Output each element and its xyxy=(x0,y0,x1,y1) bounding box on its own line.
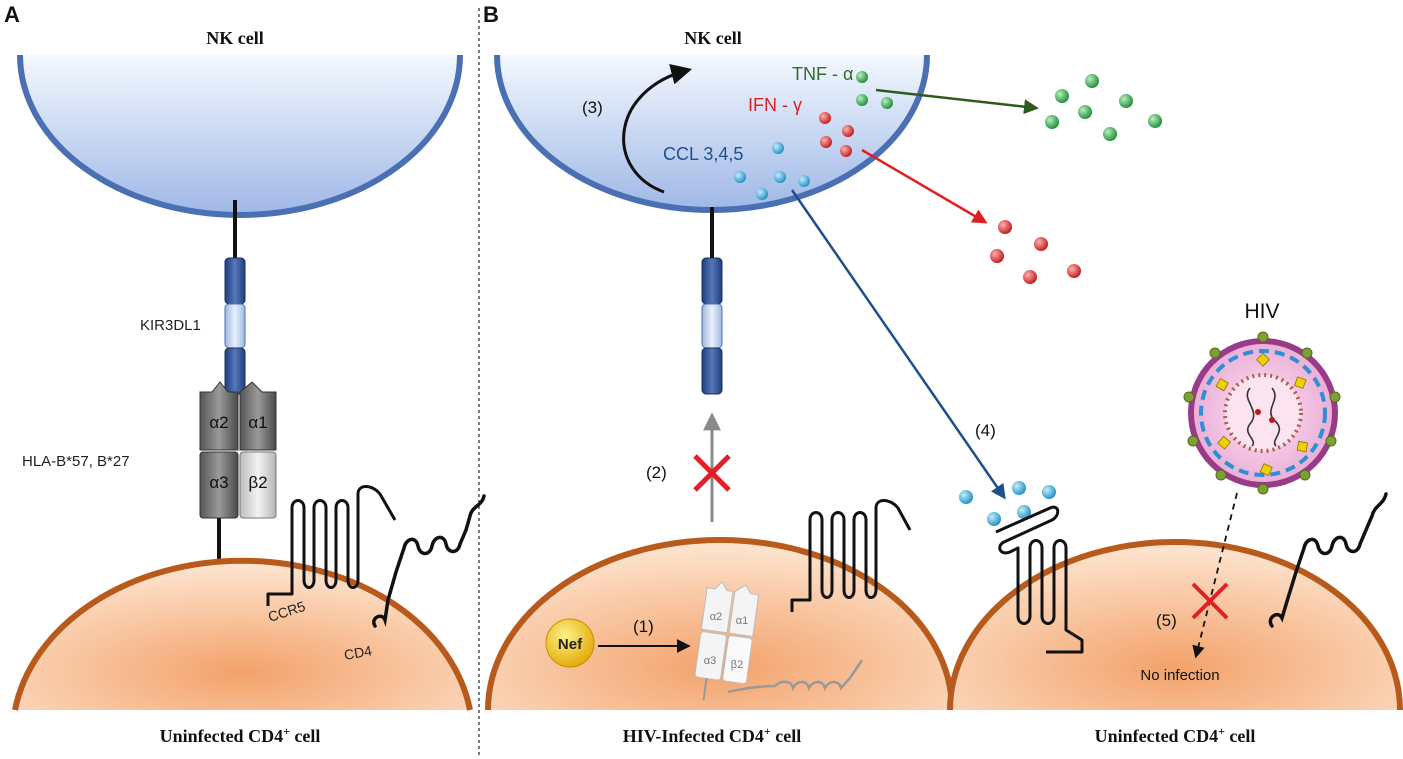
step3-label: (3) xyxy=(582,98,603,117)
internalized-cd4 xyxy=(727,659,864,694)
step5-block-x-icon xyxy=(1191,582,1229,620)
step3-cycle-arrow xyxy=(622,64,693,194)
cd4-cell-a xyxy=(15,560,470,710)
nef-protein xyxy=(545,618,595,668)
ccl-bound-cluster xyxy=(959,481,1056,526)
internal-alpha2-label: α2 xyxy=(710,611,722,623)
ccr5-receptor-uninfected xyxy=(995,505,1084,654)
nk-cell-b xyxy=(497,55,927,210)
infected-cd4-membrane xyxy=(485,537,955,711)
infected-cell-suffix: cell xyxy=(771,726,801,746)
ccl345-label: CCL 3,4,5 xyxy=(663,144,743,164)
internalized-hla xyxy=(694,580,760,701)
tnf-secretion-arrow xyxy=(875,88,1039,115)
hla-molecule-a xyxy=(199,381,277,519)
panel-b-nk-title: NK cell xyxy=(684,28,741,48)
infected-cell-text: HIV-Infected CD4 xyxy=(623,726,764,746)
hla-alpha3-label: α3 xyxy=(209,473,228,492)
ifn-secretion-arrow xyxy=(861,148,988,224)
ccl-granules-inside xyxy=(734,142,810,200)
panel-a-nk-title: NK cell xyxy=(206,28,263,48)
panel-a: A NK cell KIR3DL1 α2 α1 α3 β2 HLA-B*57, … xyxy=(4,2,486,746)
hla-alpha1-label: α1 xyxy=(248,413,267,432)
step4-label: (4) xyxy=(975,421,996,440)
panel-b: B NK cell (3) TNF - α IFN - γ CCL 3,4,5 xyxy=(483,2,1403,746)
kir3dl1-receptor-a xyxy=(224,257,246,395)
tnf-granules-inside xyxy=(856,71,893,109)
cd4-membrane-a xyxy=(12,557,473,711)
hla-beta2-label: β2 xyxy=(248,473,267,492)
uninfected-b-suffix: cell xyxy=(1225,726,1255,746)
internal-alpha1-label: α1 xyxy=(736,615,748,627)
nk-cell-a xyxy=(20,55,460,215)
cd4-receptor-a xyxy=(372,494,486,628)
hla-allele-label: HLA-B*57, B*27 xyxy=(22,453,130,470)
uninfected-cd4-cell-b xyxy=(950,542,1400,710)
uninfected-b-label: Uninfected CD4+ cell xyxy=(1095,724,1256,746)
cd4-label: CD4 xyxy=(343,642,374,663)
ccr5-receptor-a xyxy=(266,485,397,606)
ifn-secreted-cluster xyxy=(990,220,1081,284)
tnf-secreted-cluster xyxy=(1045,74,1162,141)
no-infection-label: No infection xyxy=(1140,667,1219,684)
infected-cell-sup: + xyxy=(764,724,771,738)
infected-cell-label: HIV-Infected CD4+ cell xyxy=(623,724,801,746)
internal-beta2-label: β2 xyxy=(731,659,743,671)
hiv-label: HIV xyxy=(1244,300,1279,323)
hiv-virion-icon xyxy=(1183,331,1341,495)
ccr5-receptor-infected xyxy=(790,499,912,612)
panel-b-letter: B xyxy=(483,2,499,27)
step2-label: (2) xyxy=(646,463,667,482)
kir3dl1-label: KIR3DL1 xyxy=(140,317,201,334)
ifn-gamma-label: IFN - γ xyxy=(748,95,802,115)
nef-label: Nef xyxy=(558,636,583,653)
uninfected-b-sup: + xyxy=(1218,724,1225,738)
step1-label: (1) xyxy=(633,617,654,636)
panel-a-bottom-suffix: cell xyxy=(290,726,320,746)
panel-a-bottom-label: Uninfected CD4+ cell xyxy=(160,724,321,746)
hla-alpha2-label: α2 xyxy=(209,413,228,432)
panel-a-letter: A xyxy=(4,2,20,27)
panel-a-bottom-sup: + xyxy=(283,724,290,738)
ccl-secretion-arrow xyxy=(790,189,1006,500)
step5-label: (5) xyxy=(1156,611,1177,630)
panel-a-bottom-text: Uninfected CD4 xyxy=(160,726,284,746)
uninfected-b-text: Uninfected CD4 xyxy=(1095,726,1219,746)
tnf-alpha-label: TNF - α xyxy=(792,64,853,84)
nk-membrane-a xyxy=(17,54,463,218)
kir3dl1-receptor-b xyxy=(701,257,723,395)
cd4-receptor-uninfected xyxy=(1268,492,1388,628)
uninfected-cd4-membrane-b xyxy=(947,539,1403,711)
ifn-granules-inside xyxy=(819,112,854,157)
step2-block-x-icon xyxy=(693,454,731,492)
internal-alpha3-label: α3 xyxy=(704,655,716,667)
